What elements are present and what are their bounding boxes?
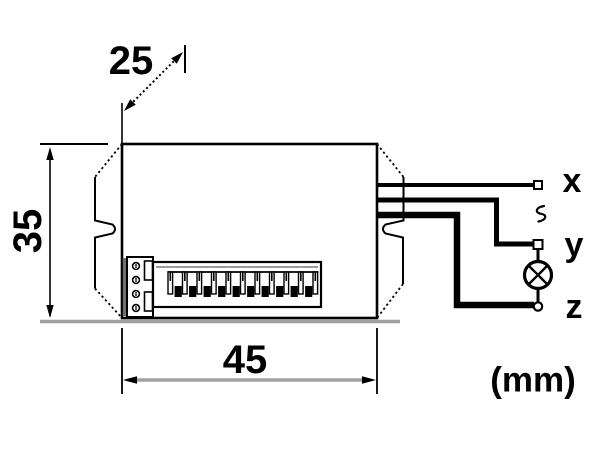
depth-value: 25 (109, 39, 154, 83)
wiring (377, 183, 534, 309)
connector-pin (239, 271, 246, 295)
wire-z (377, 211, 534, 309)
mounting-wing-right (376, 143, 405, 319)
lamp-icon (522, 248, 554, 303)
terminal-screw-block (122, 256, 154, 318)
connector-pin (254, 271, 261, 295)
wire-y (377, 197, 534, 247)
unit-label: (mm) (490, 361, 576, 400)
dimension-height: 35 (6, 143, 108, 318)
connector-comb (151, 260, 323, 309)
terminal-clamp-bottom (143, 291, 154, 312)
connector-housing (151, 260, 323, 309)
wing-left-hidden-edge-top (94, 143, 123, 178)
connector-comb-teeth (167, 271, 319, 297)
terminal-y-label: y (565, 226, 584, 264)
connector-pin (203, 286, 211, 297)
connector-pin (174, 286, 182, 297)
connector-pin (225, 271, 232, 295)
connector-pin (189, 286, 197, 297)
connector-pin (312, 271, 319, 295)
terminal-y-node (532, 239, 544, 250)
wing-right-hidden-edge-top (376, 143, 405, 178)
connector-pin (247, 286, 255, 297)
width-arrowhead-right (362, 376, 376, 384)
connector-pin (232, 286, 240, 297)
wing-right-edge (382, 177, 405, 284)
terminal-x-label: x (563, 162, 582, 200)
wing-right-hidden-edge-bottom (376, 283, 404, 319)
ac-wave-icon (535, 204, 547, 223)
terminal-z-node (532, 301, 544, 312)
connector-pin (290, 286, 298, 297)
dimension-width: 45 (121, 328, 378, 394)
connector-pin (305, 286, 313, 297)
terminal-x-node (533, 180, 543, 190)
mounting-wing-left (94, 143, 123, 319)
depth-arrowhead-high (171, 52, 183, 64)
width-value: 45 (223, 338, 268, 382)
wing-left-edge (94, 177, 116, 289)
connector-pin (283, 271, 290, 295)
depth-arrowhead-low (124, 99, 136, 111)
connector-pin (196, 271, 203, 295)
height-value: 35 (6, 209, 50, 254)
connector-pin (210, 271, 217, 295)
connector-pin (297, 271, 304, 295)
terminal-clamp-top (143, 260, 154, 281)
height-arrowhead-top (46, 147, 54, 160)
terminal-block-shadow (122, 258, 128, 316)
height-arrowhead-bottom (46, 305, 54, 318)
connector-pin (268, 271, 275, 295)
connector-pin (181, 271, 188, 295)
terminal-z-label: z (566, 288, 583, 326)
dimension-depth: 25 (109, 39, 186, 147)
connector-pin (261, 286, 269, 297)
depth-dim-line (129, 56, 179, 106)
connector-pin (218, 286, 226, 297)
width-arrowhead-left (123, 376, 137, 384)
wing-left-hidden-edge-bottom (94, 287, 123, 319)
connector-pin (167, 271, 174, 295)
connector-pin (276, 286, 284, 297)
